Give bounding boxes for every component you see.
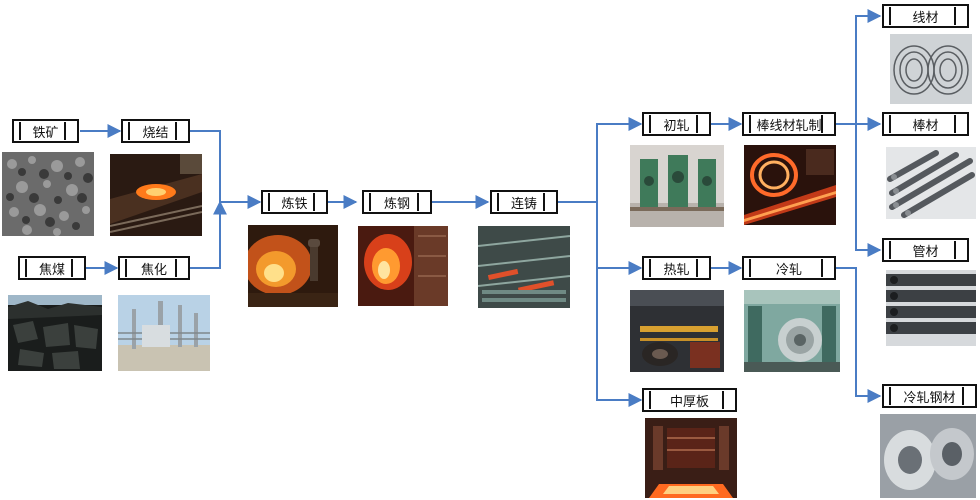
arrow-cold-to-cold-rolled-steel <box>836 267 882 403</box>
node-pipe: 管材 <box>882 238 969 262</box>
photo-coking <box>118 295 210 371</box>
photo-sintering <box>110 154 202 236</box>
node-continuous-casting: 连铸 <box>490 190 558 214</box>
node-hot-rolling: 热轧 <box>642 256 711 280</box>
photo-bar-wire-rolling <box>744 145 836 225</box>
node-plate: 中厚板 <box>642 388 737 412</box>
arrow-bar-wire-to-wire-rod <box>836 9 882 125</box>
node-iron-ore: 铁矿 <box>12 119 79 143</box>
photo-rough-rolling <box>630 145 724 227</box>
photo-pipe <box>886 270 976 346</box>
photo-plate <box>645 418 737 498</box>
node-bar: 棒材 <box>882 112 969 136</box>
photo-cold-rolling <box>744 290 840 372</box>
node-sintering: 烧结 <box>121 119 190 143</box>
node-coking: 焦化 <box>118 256 190 280</box>
node-rough-rolling: 初轧 <box>642 112 711 136</box>
photo-continuous-casting <box>478 226 570 308</box>
node-bar-wire-rolling: 棒线材轧制 <box>742 112 836 136</box>
node-ironmaking: 炼铁 <box>261 190 328 214</box>
node-cold-rolling: 冷轧 <box>742 256 836 280</box>
arrow-coking-to-ironmaking <box>190 200 227 269</box>
photo-cold-rolled-steel <box>880 414 976 498</box>
node-wire-rod: 线材 <box>882 4 969 28</box>
photo-bar <box>886 147 976 219</box>
photo-wire-rod <box>890 34 972 104</box>
arrow-sintering-to-ironmaking <box>190 130 262 209</box>
node-coking-coal: 焦煤 <box>18 256 86 280</box>
node-cold-rolled-steel: 冷轧钢材 <box>882 384 977 408</box>
arrow-bar-wire-to-pipe <box>855 124 882 257</box>
photo-coking-coal <box>8 295 102 371</box>
photo-ironmaking <box>248 225 338 307</box>
arrow-casting-to-plate <box>596 268 643 407</box>
node-steelmaking: 炼钢 <box>362 190 432 214</box>
photo-hot-rolling <box>630 290 724 372</box>
arrow-casting-to-rough-rolling <box>558 117 643 203</box>
photo-iron-ore <box>2 152 94 236</box>
photo-steelmaking <box>358 226 448 306</box>
